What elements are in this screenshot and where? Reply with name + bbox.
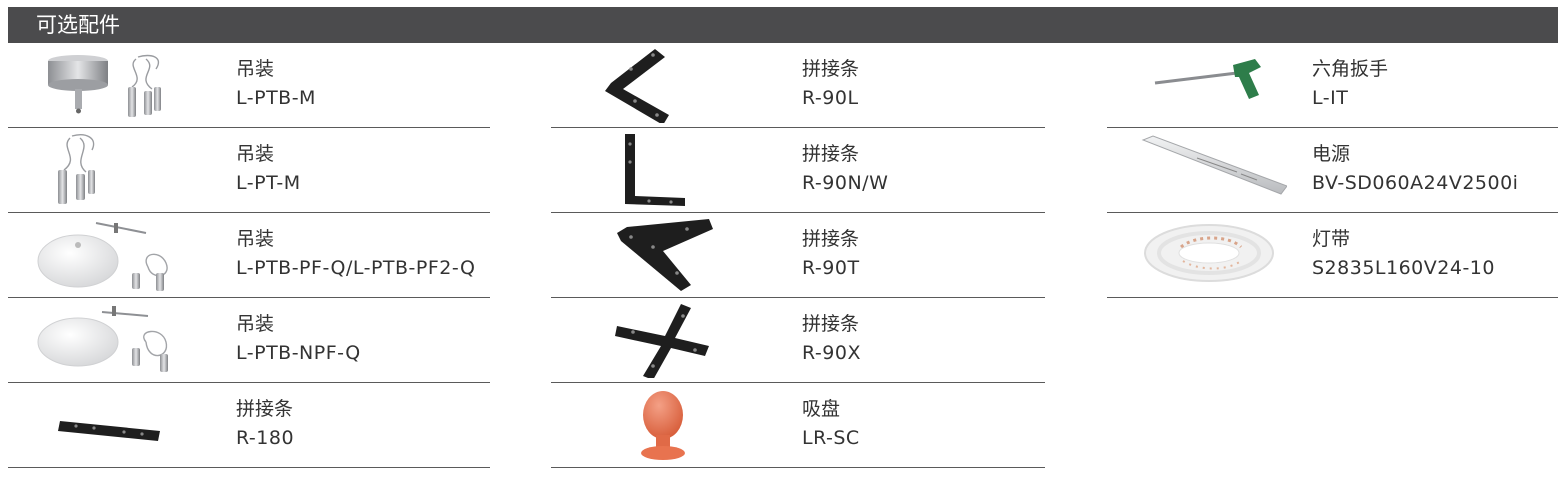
accessory-row[interactable]: 拼接条 R-90X <box>551 298 1045 383</box>
accessory-text: 拼接条 R-180 <box>236 396 294 453</box>
accessory-name: 拼接条 <box>236 398 294 420</box>
accessory-code: R-90N/W <box>802 172 889 194</box>
accessory-name: 拼接条 <box>802 58 860 80</box>
accessory-code: R-180 <box>236 427 295 449</box>
accessory-name: 拼接条 <box>802 228 860 250</box>
accessory-code: R-90X <box>802 342 861 364</box>
accessory-column-3: 六角扳手 L-IT 电源 BV-SD060A24V2500i <box>1107 43 1558 298</box>
accessory-code: S2835L160V24-10 <box>1312 257 1495 279</box>
section-header: 可选配件 <box>8 7 1558 43</box>
t-connector-image <box>591 217 741 293</box>
canopy-plate-cable-image <box>36 217 216 293</box>
accessory-code: L-PTB-PF-Q/L-PTB-PF2-Q <box>236 257 476 279</box>
accessory-row[interactable]: 吊装 L-PTB-M <box>8 43 490 128</box>
accessory-text: 吊装 L-PTB-M <box>236 56 316 113</box>
accessory-row[interactable]: 吊装 L-PT-M <box>8 128 490 213</box>
accessory-name: 拼接条 <box>802 143 860 165</box>
accessory-row[interactable]: 拼接条 R-90L <box>551 43 1045 128</box>
accessory-column-2: 拼接条 R-90L 拼接条 R-90N/W <box>551 43 1045 468</box>
accessory-name: 电源 <box>1312 143 1351 165</box>
accessory-row[interactable]: 吸盘 LR-SC <box>551 383 1045 468</box>
accessory-name: 六角扳手 <box>1312 58 1389 80</box>
accessory-text: 电源 BV-SD060A24V2500i <box>1312 141 1518 198</box>
accessory-text: 吊装 L-PTB-NPF-Q <box>236 311 361 368</box>
suspension-cable-image <box>36 132 216 208</box>
x-connector-image <box>591 302 741 378</box>
accessory-name: 灯带 <box>1312 228 1351 250</box>
accessory-name: 吊装 <box>236 143 275 165</box>
ceiling-canopy-cable-image <box>36 47 216 123</box>
accessory-row[interactable]: 吊装 L-PTB-NPF-Q <box>8 298 490 383</box>
accessory-code: R-90L <box>802 87 859 109</box>
accessory-column-1: 吊装 L-PTB-M 吊装 L-PT-M <box>8 43 490 468</box>
corner-bracket-image <box>591 132 741 208</box>
accessory-text: 吊装 L-PTB-PF-Q/L-PTB-PF2-Q <box>236 226 475 283</box>
straight-connector-image <box>36 387 216 463</box>
accessory-text: 拼接条 R-90X <box>802 311 861 368</box>
accessory-code: BV-SD060A24V2500i <box>1312 172 1519 194</box>
l-connector-image <box>591 47 741 123</box>
accessory-text: 吊装 L-PT-M <box>236 141 301 198</box>
hex-wrench-image <box>1137 47 1287 123</box>
accessory-text: 拼接条 R-90T <box>802 226 860 283</box>
accessory-code: L-PT-M <box>236 172 301 194</box>
accessory-name: 拼接条 <box>802 313 860 335</box>
accessory-row[interactable]: 拼接条 R-90T <box>551 213 1045 298</box>
section-title: 可选配件 <box>36 13 120 37</box>
accessory-code: L-IT <box>1312 87 1349 109</box>
accessory-name: 吊装 <box>236 313 275 335</box>
accessory-row[interactable]: 六角扳手 L-IT <box>1107 43 1558 128</box>
led-strip-reel-image <box>1137 217 1287 293</box>
accessory-text: 六角扳手 L-IT <box>1312 56 1388 113</box>
accessory-text: 吸盘 LR-SC <box>802 396 860 453</box>
accessory-text: 拼接条 R-90N/W <box>802 141 888 198</box>
accessory-text: 拼接条 R-90L <box>802 56 859 113</box>
accessory-code: LR-SC <box>802 427 860 449</box>
accessory-name: 吊装 <box>236 58 275 80</box>
power-driver-image <box>1137 132 1287 208</box>
accessory-code: R-90T <box>802 257 860 279</box>
accessory-row[interactable]: 吊装 L-PTB-PF-Q/L-PTB-PF2-Q <box>8 213 490 298</box>
suction-cup-image <box>591 387 741 463</box>
canopy-plate-cable-image <box>36 302 216 378</box>
accessory-text: 灯带 S2835L160V24-10 <box>1312 226 1495 283</box>
accessory-code: L-PTB-M <box>236 87 316 109</box>
accessory-name: 吊装 <box>236 228 275 250</box>
accessory-row[interactable]: 灯带 S2835L160V24-10 <box>1107 213 1558 298</box>
accessory-row[interactable]: 拼接条 R-90N/W <box>551 128 1045 213</box>
accessory-row[interactable]: 电源 BV-SD060A24V2500i <box>1107 128 1558 213</box>
accessory-row[interactable]: 拼接条 R-180 <box>8 383 490 468</box>
accessory-code: L-PTB-NPF-Q <box>236 342 361 364</box>
accessory-name: 吸盘 <box>802 398 841 420</box>
